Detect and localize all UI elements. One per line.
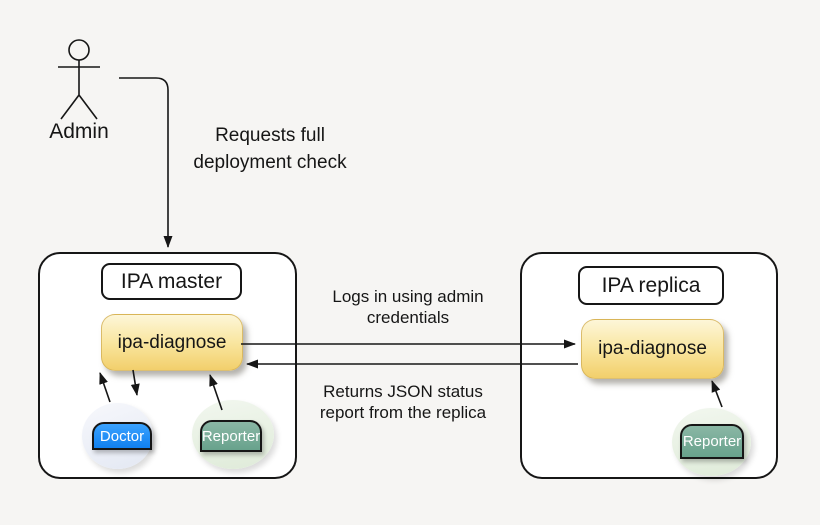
return-arrow-label: Returns JSON status report from the repl… [319,382,487,422]
login-arrow-label: Logs in using admin credentials [332,287,484,327]
actor-label: Admin [49,120,109,143]
replica-ipa-diagnose-node: ipa-diagnose [581,319,724,379]
ipa-master-title-box: IPA master [101,263,242,300]
doctor-component: Doctor [92,422,152,450]
ipa-replica-box: IPA replica ipa-diagnose Reporter [520,252,778,479]
admin-actor-icon [58,39,100,120]
replica-reporter-label: Reporter [682,433,742,450]
ipa-replica-title: IPA replica [601,273,701,297]
replica-ipa-diagnose-label: ipa-diagnose [598,338,707,359]
ipa-master-box: IPA master ipa-diagnose Doctor Reporter [38,252,297,479]
master-reporter-label: Reporter [201,427,261,445]
doctor-label: Doctor [99,427,145,445]
ipa-master-title: IPA master [120,269,223,293]
replica-reporter-component: Reporter [680,424,744,459]
master-reporter-component: Reporter [200,420,262,452]
request-arrow-label: Requests full deployment check [193,125,347,173]
ipa-replica-title-box: IPA replica [578,266,724,305]
master-ipa-diagnose-node: ipa-diagnose [101,314,243,371]
master-ipa-diagnose-label: ipa-diagnose [117,331,227,353]
